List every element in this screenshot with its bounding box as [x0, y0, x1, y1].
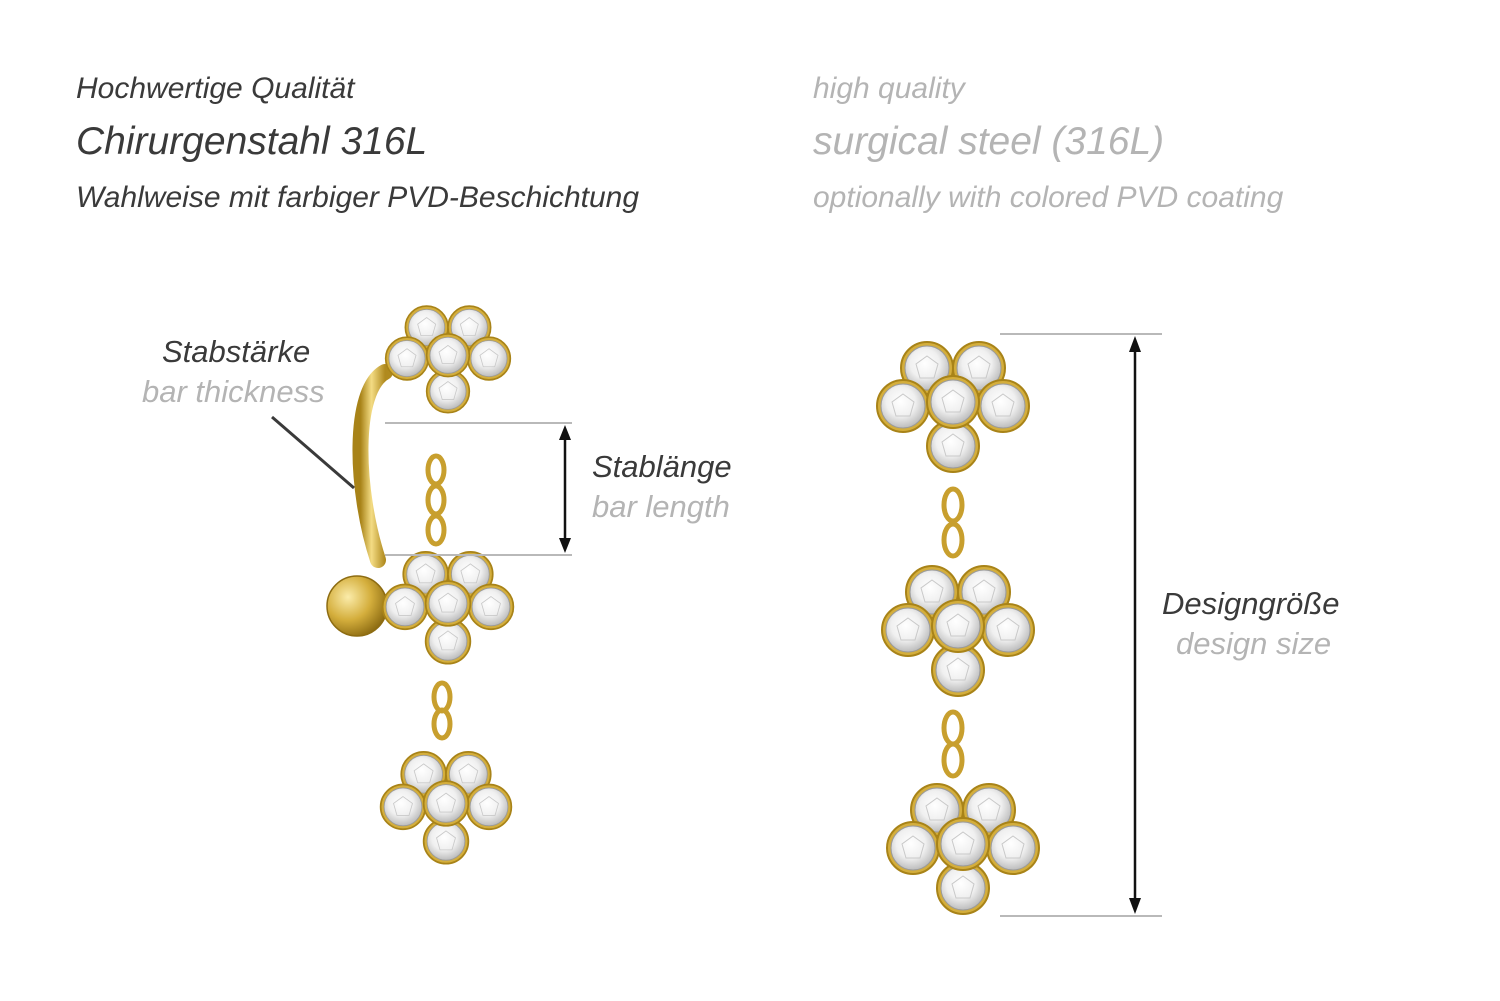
bar-thickness-pointer	[271, 415, 355, 490]
bottom-flower	[381, 752, 512, 864]
quality-label-de: Hochwertige Qualität	[76, 72, 355, 105]
belly-ring-jewel	[326, 306, 514, 864]
pendant-bottom-flower	[887, 784, 1039, 914]
design-size-arrow	[1129, 336, 1141, 914]
material-label-en: surgical steel (316L)	[813, 120, 1165, 163]
bar-thickness-label-en: bar thickness	[142, 374, 325, 409]
coating-label-en: optionally with colored PVD coating	[813, 181, 1284, 214]
curved-bar	[352, 364, 393, 568]
coating-label-de: Wahlweise mit farbiger PVD-Beschichtung	[76, 181, 640, 214]
bar-thickness-label-de: Stabstärke	[162, 334, 311, 369]
bar-length-arrow	[559, 425, 571, 553]
design-size-label-de: Designgröße	[1162, 586, 1340, 621]
quality-label-en: high quality	[813, 72, 965, 105]
pendant-top-flower	[877, 342, 1029, 472]
bar-length-label-en: bar length	[592, 489, 730, 524]
pendant-jewel	[877, 342, 1039, 914]
top-flower	[386, 306, 511, 413]
bar-length-label-de: Stablänge	[592, 449, 732, 484]
design-size-label-en: design size	[1176, 626, 1332, 661]
gold-ball	[326, 575, 388, 637]
middle-flower	[383, 552, 514, 664]
material-label-de: Chirurgenstahl 316L	[76, 120, 428, 163]
pendant-middle-flower	[882, 566, 1034, 696]
